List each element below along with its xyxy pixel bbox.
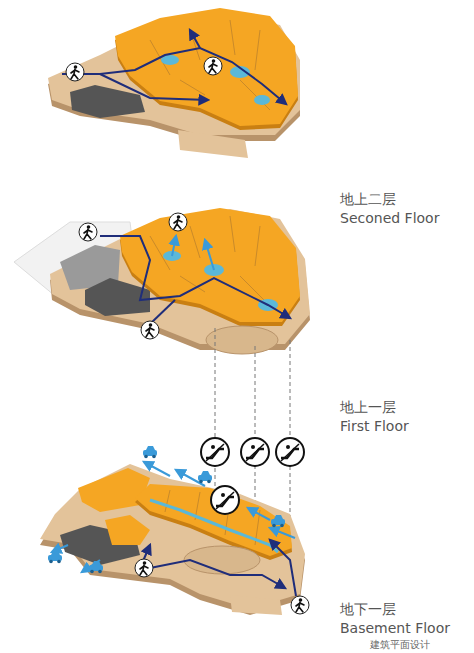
- escalator-symbol: [241, 438, 269, 466]
- floor-label: Basement Floor: [340, 619, 450, 637]
- second-floor-plate: [48, 8, 300, 158]
- basement-plate: [40, 446, 309, 615]
- floor-label: Seconed Floor: [340, 209, 439, 227]
- watermark: 建筑平面设计: [370, 639, 430, 651]
- escalator-symbol: [201, 438, 229, 466]
- floor-label: 地上一层: [340, 398, 396, 416]
- floor-label: First Floor: [340, 417, 409, 435]
- floor-label: 地下一层: [340, 600, 396, 618]
- first-floor-plate: [14, 208, 310, 354]
- floor-label: 地上二层: [340, 190, 396, 208]
- escalator-symbol: [276, 438, 304, 466]
